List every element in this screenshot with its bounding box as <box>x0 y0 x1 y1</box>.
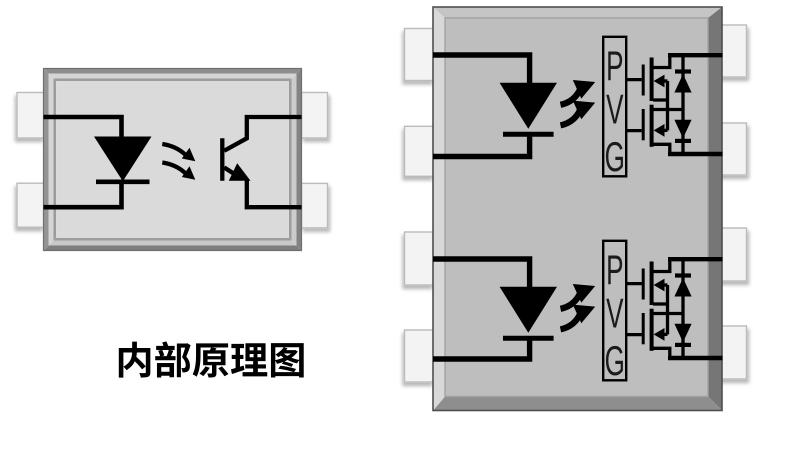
svg-text:G: G <box>605 338 625 385</box>
svg-text:V: V <box>606 290 624 337</box>
svg-text:G: G <box>605 134 625 181</box>
svg-text:P: P <box>606 247 623 294</box>
svg-text:P: P <box>606 43 623 90</box>
svg-text:V: V <box>606 86 624 133</box>
